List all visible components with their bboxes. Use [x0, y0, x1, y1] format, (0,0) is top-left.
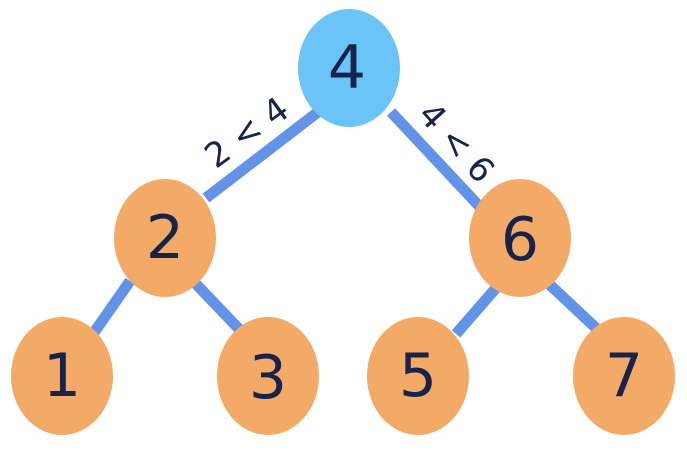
node-circle — [367, 317, 469, 435]
node-label: 2 — [146, 203, 184, 273]
tree-node-leaf-7: 7 — [573, 317, 675, 435]
edge-6-to-7 — [545, 279, 601, 334]
node-label: 3 — [249, 343, 287, 413]
root-node-circle — [298, 9, 400, 127]
edge-4-to-2 — [202, 107, 322, 203]
tree-node-leaf-3: 3 — [217, 317, 319, 435]
edge-2-to-1 — [88, 277, 135, 338]
tree-node-leaf-1: 1 — [11, 317, 113, 435]
edge-2-to-3 — [192, 280, 243, 333]
node-label: 1 — [43, 341, 81, 411]
tree-edges — [88, 107, 601, 338]
tree-node-leaf-5: 5 — [367, 317, 469, 435]
node-circle — [469, 179, 571, 297]
node-circle — [11, 317, 113, 435]
node-circle — [217, 317, 319, 435]
node-circle — [573, 317, 675, 435]
node-label: 5 — [399, 341, 437, 411]
node-label: 7 — [605, 341, 643, 411]
tree-node-left-child: 2 — [114, 179, 216, 297]
root-node-label: 4 — [328, 33, 366, 103]
node-label: 6 — [501, 205, 539, 275]
edge-4-to-6 — [386, 108, 485, 211]
node-circle — [114, 179, 216, 297]
tree-node-root: 4 — [298, 9, 400, 127]
tree-node-right-child: 6 — [469, 179, 571, 297]
edge-6-to-5 — [451, 284, 501, 338]
